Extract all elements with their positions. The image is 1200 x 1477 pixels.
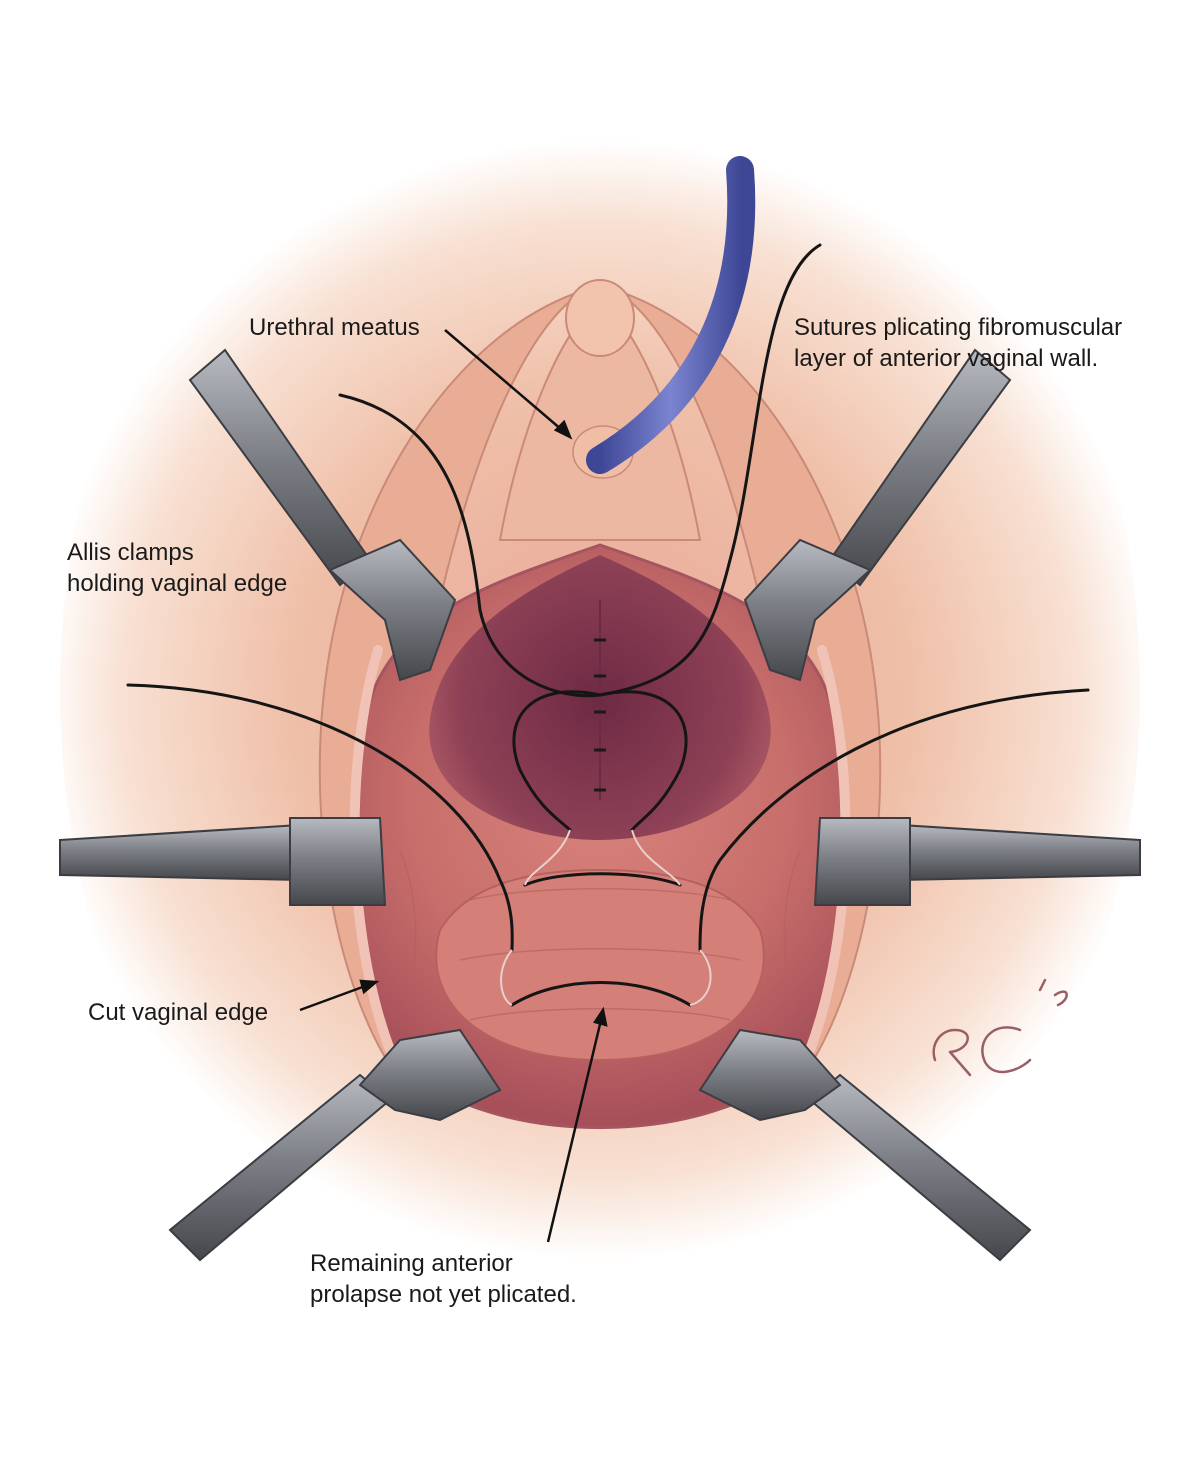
artist-signature — [932, 978, 1068, 1077]
sutures — [126, 243, 1090, 1007]
urinary-catheter — [586, 156, 756, 474]
label-urethral-meatus: Urethral meatus — [249, 314, 420, 341]
vestibule — [498, 298, 702, 541]
label-sutures-line-1: Sutures plicating fibromuscular — [794, 314, 1123, 341]
plication-line — [594, 600, 606, 800]
suture-knot-loop — [512, 690, 688, 832]
suture-left-long — [126, 683, 514, 952]
label-remaining-prolapse: Remaining anterior prolapse not yet plic… — [310, 1248, 577, 1310]
clitoral-hood — [565, 279, 635, 357]
clamp-middle-left — [59, 817, 387, 906]
label-sutures-line-2: layer of anterior vaginal wall. — [794, 345, 1099, 372]
suture-upper-right — [598, 243, 822, 697]
leader-lines — [299, 329, 608, 1243]
clamp-middle-right — [813, 817, 1141, 906]
label-remaining-line-1: Remaining anterior — [310, 1250, 513, 1277]
allis-clamps — [59, 348, 1141, 1262]
suture-upper-left — [338, 393, 602, 698]
suture-middle-bar — [523, 872, 682, 887]
leader-urethral-meatus — [444, 329, 563, 431]
suture-lower-bar — [510, 981, 692, 1007]
clamp-lower-left — [168, 1028, 502, 1262]
label-allis-clamps: Allis clamps holding vaginal edge — [67, 537, 287, 599]
leader-remaining-prolapse — [546, 1019, 603, 1243]
mucosa-rugae — [399, 849, 801, 1021]
clamp-upper-right — [743, 348, 1012, 682]
leader-cut-vaginal-edge — [299, 983, 369, 1012]
label-allis-line-2: holding vaginal edge — [67, 570, 288, 597]
suture-right-long — [698, 688, 1090, 952]
anterior-prolapse — [435, 868, 765, 1062]
label-remaining-line-2: prolapse not yet plicated. — [310, 1281, 577, 1308]
clamp-upper-left — [188, 348, 457, 682]
label-sutures: Sutures plicating fibromuscular layer of… — [794, 312, 1122, 374]
label-cut-vaginal-edge: Cut vaginal edge — [88, 999, 269, 1026]
suture-bites — [500, 829, 712, 1006]
label-allis-line-1: Allis clamps — [67, 539, 194, 566]
clamp-lower-right — [698, 1028, 1032, 1262]
